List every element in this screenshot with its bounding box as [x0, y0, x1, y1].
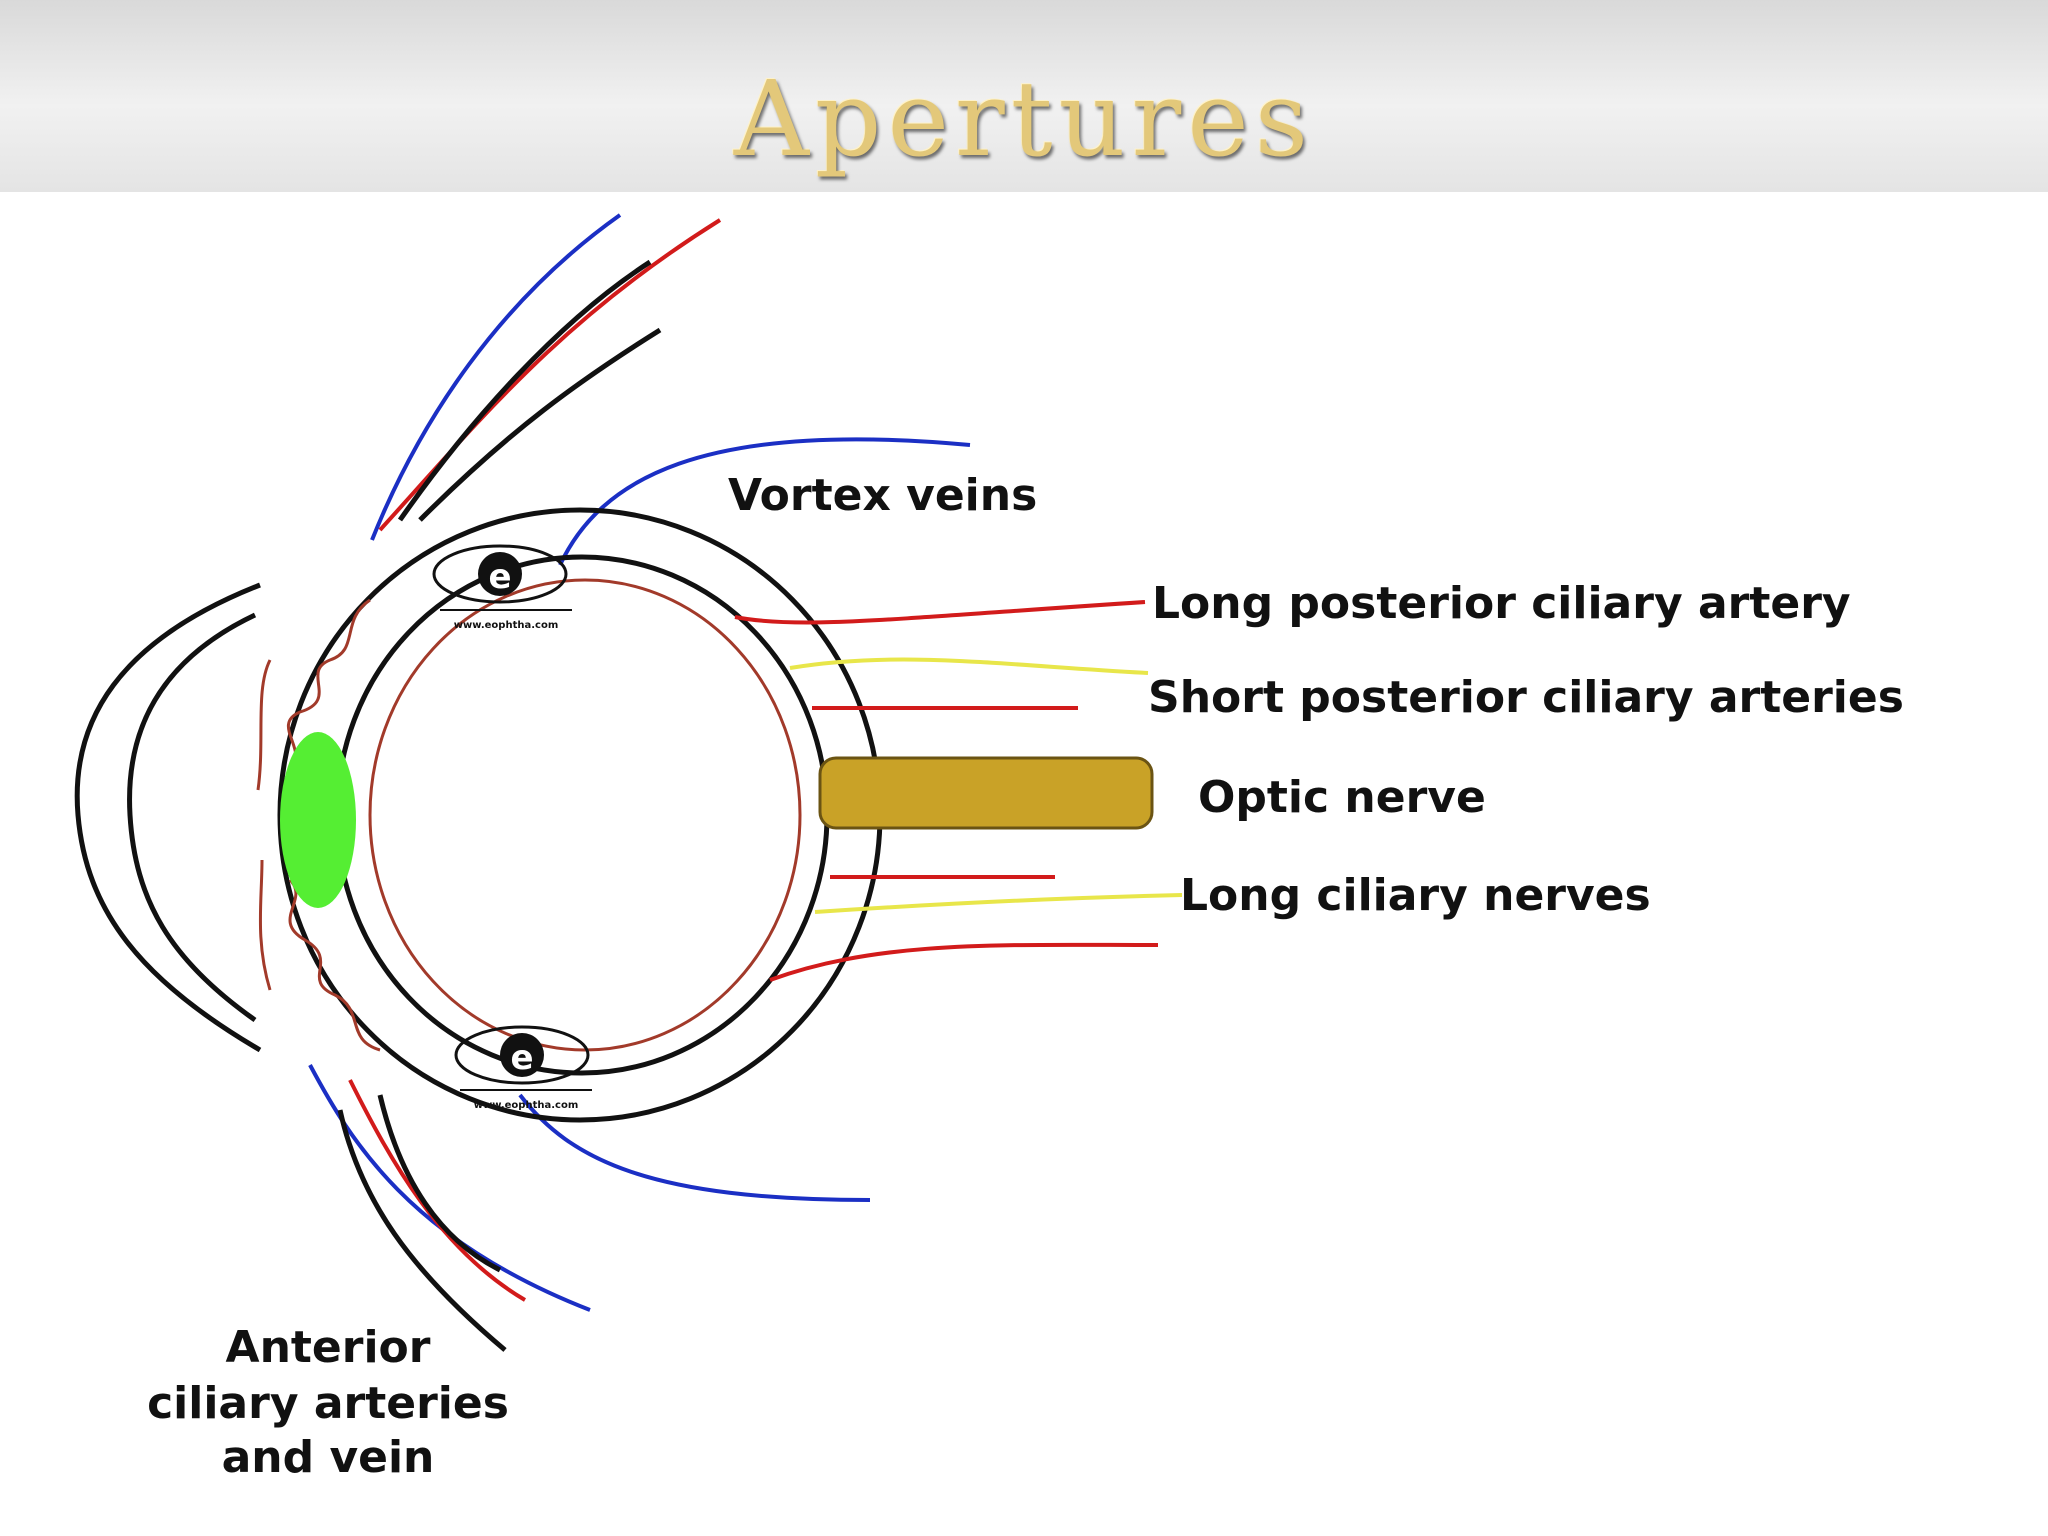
- watermark-lower: e www.eophtha.com: [454, 1025, 592, 1111]
- long-ciliary-nerve-line: [814, 893, 1183, 914]
- label-long-posterior-ciliary-artery: Long posterior ciliary artery: [1152, 578, 1851, 629]
- slide-title: Apertures: [733, 58, 1315, 180]
- lower-black-line-1: [337, 1109, 507, 1352]
- lower-vein: [308, 1064, 591, 1312]
- artery-line-lower-2: [769, 942, 1159, 982]
- posterior-lines: [734, 600, 1183, 982]
- choroid-layer: [368, 578, 802, 1052]
- watermark-lower-url: www.eophtha.com: [474, 1100, 578, 1111]
- optic-nerve: [818, 756, 1154, 830]
- watermark-upper: e www.eophtha.com: [432, 544, 572, 631]
- long-posterior-ciliary-artery-line: [734, 600, 1146, 625]
- watermark-lower-letter: e: [510, 1038, 533, 1078]
- upper-black-line-1: [397, 259, 652, 522]
- label-anterior-ciliary-line3: and vein: [222, 1432, 435, 1483]
- cornea-outer: [74, 582, 262, 1053]
- lower-vessels: [308, 1064, 871, 1352]
- iris-upper: [256, 659, 272, 791]
- vortex-vein-upper: [558, 437, 971, 566]
- sclera-inner: [334, 554, 830, 1076]
- cornea-inner: [127, 612, 257, 1023]
- ciliary-process-lower: [288, 878, 381, 1052]
- watermark-upper-letter: e: [488, 557, 511, 597]
- upper-vessels: [370, 213, 971, 566]
- choroid: [256, 578, 802, 1052]
- iris-lower: [258, 859, 272, 991]
- watermark-upper-circle: [478, 552, 522, 596]
- label-optic-nerve: Optic nerve: [1198, 772, 1486, 823]
- upper-artery: [378, 218, 722, 532]
- lens: [280, 732, 356, 908]
- watermark-lower-circle: [500, 1033, 544, 1077]
- label-long-ciliary-nerves: Long ciliary nerves: [1180, 870, 1651, 921]
- label-anterior-ciliary-line2: ciliary arteries: [147, 1378, 509, 1429]
- upper-vein: [370, 213, 622, 541]
- ciliary-process-upper: [286, 598, 371, 772]
- label-anterior-ciliary-line1: Anterior: [226, 1322, 431, 1373]
- watermark-upper-url: www.eophtha.com: [454, 620, 558, 631]
- nerve-line-upper: [789, 657, 1149, 675]
- lower-black-line-2: [377, 1094, 502, 1273]
- upper-black-line-2: [418, 327, 662, 522]
- label-short-posterior-ciliary-arteries: Short posterior ciliary arteries: [1148, 672, 1904, 723]
- label-vortex-veins: Vortex veins: [728, 470, 1037, 521]
- title-band: [0, 0, 2048, 192]
